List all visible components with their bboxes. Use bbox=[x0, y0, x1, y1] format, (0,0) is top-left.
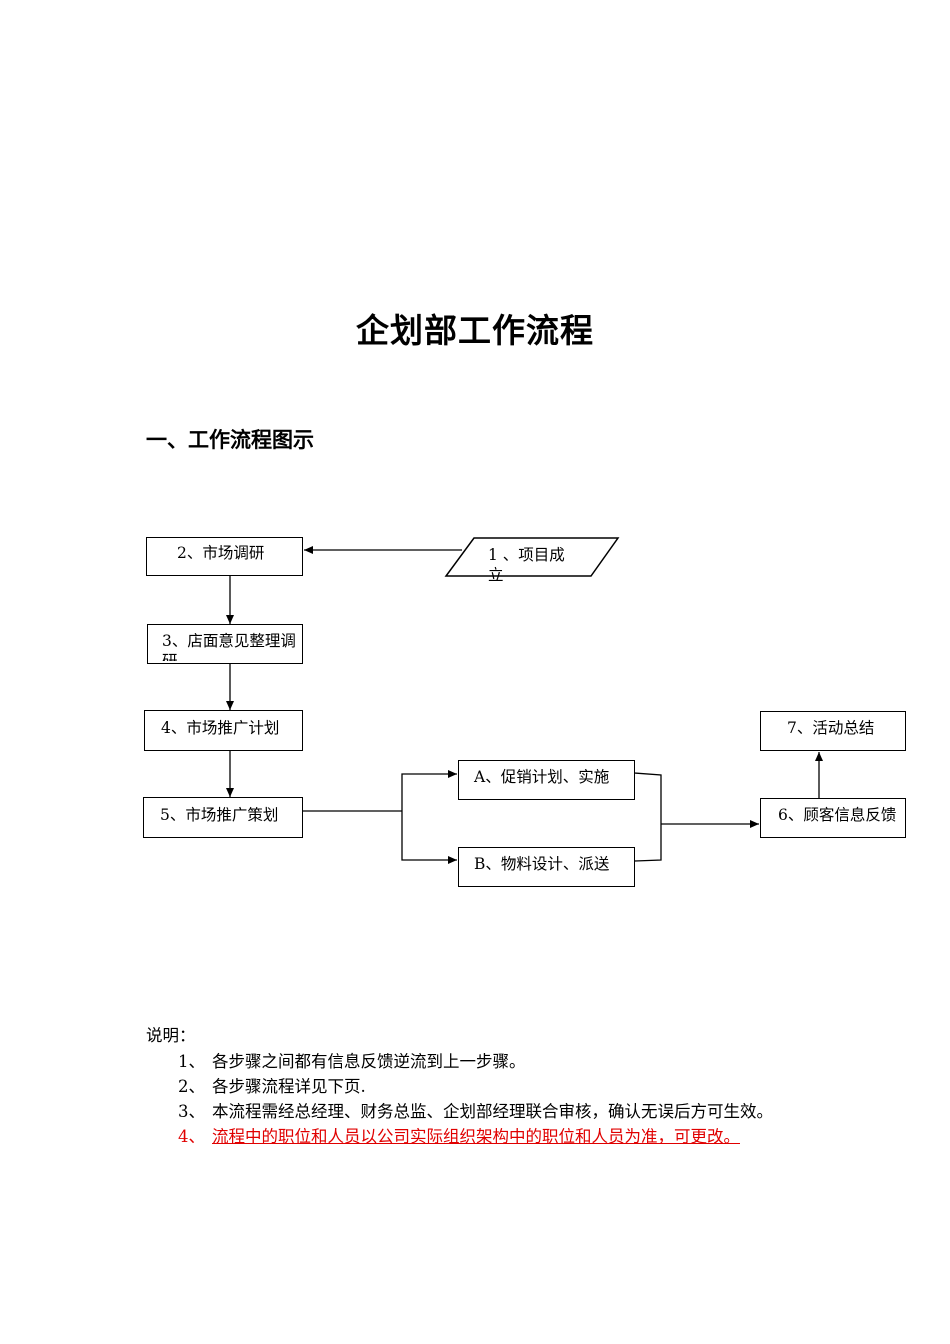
flow-step-2-label: 2、市场调研 bbox=[177, 544, 265, 562]
notes-section: 说明： 1、 各步骤之间都有信息反馈逆流到上一步骤。 2、 各步骤流程详见下页.… bbox=[146, 1023, 812, 1149]
flow-step-1-label: 1 、项目成立 bbox=[488, 546, 565, 581]
flow-step-a: A、促销计划、实施 bbox=[458, 760, 635, 800]
flow-step-5: 5、市场推广策划 bbox=[143, 797, 303, 838]
note-text: 流程中的职位和人员以公司实际组织架构中的职位和人员为准，可更改。 bbox=[212, 1127, 740, 1146]
flow-step-6-label: 6、顾客信息反馈 bbox=[778, 806, 897, 824]
note-number: 3、 bbox=[178, 1102, 205, 1121]
page-title: 企划部工作流程 bbox=[356, 311, 594, 350]
note-text: 各步骤之间都有信息反馈逆流到上一步骤。 bbox=[212, 1052, 526, 1071]
flow-step-b-label: B、物料设计、派送 bbox=[474, 855, 610, 873]
note-item: 3、 本流程需经总经理、财务总监、企划部经理联合审核，确认无误后方可生效。 bbox=[146, 1099, 812, 1124]
arrow-split-to-A bbox=[401, 770, 457, 811]
note-item-highlighted: 4、 流程中的职位和人员以公司实际组织架构中的职位和人员为准，可更改。 bbox=[146, 1124, 812, 1149]
flow-step-6: 6、顾客信息反馈 bbox=[760, 798, 906, 838]
notes-heading: 说明： bbox=[146, 1026, 196, 1045]
note-number: 4、 bbox=[178, 1127, 205, 1146]
flow-step-4-label: 4、市场推广计划 bbox=[161, 719, 280, 737]
flow-step-b: B、物料设计、派送 bbox=[458, 847, 635, 887]
section-heading: 一、工作流程图示 bbox=[146, 427, 314, 452]
flow-step-3-label: 3、店面意见整理调研 bbox=[162, 632, 296, 661]
flow-step-3: 3、店面意见整理调研 bbox=[147, 624, 303, 664]
arrow-split-to-B bbox=[401, 811, 457, 864]
flow-step-7-label: 7、活动总结 bbox=[787, 719, 875, 737]
note-item: 2、 各步骤流程详见下页. bbox=[146, 1074, 812, 1099]
note-text: 各步骤流程详见下页. bbox=[212, 1077, 366, 1096]
flow-step-5-label: 5、市场推广策划 bbox=[160, 806, 279, 824]
note-text: 本流程需经总经理、财务总监、企划部经理联合审核，确认无误后方可生效。 bbox=[212, 1102, 773, 1121]
connector-A-merge bbox=[633, 772, 662, 824]
note-item: 1、 各步骤之间都有信息反馈逆流到上一步骤。 bbox=[146, 1049, 812, 1074]
note-number: 1、 bbox=[178, 1052, 205, 1071]
connector-B-merge bbox=[633, 824, 662, 862]
flow-step-4: 4、市场推广计划 bbox=[144, 710, 303, 751]
note-number: 2、 bbox=[178, 1077, 205, 1096]
flow-step-2: 2、市场调研 bbox=[146, 537, 303, 576]
flow-step-7: 7、活动总结 bbox=[760, 711, 906, 751]
step1-shape bbox=[444, 537, 620, 577]
flow-step-1: 1 、项目成立 bbox=[488, 545, 580, 581]
flow-step-a-label: A、促销计划、实施 bbox=[474, 768, 610, 786]
